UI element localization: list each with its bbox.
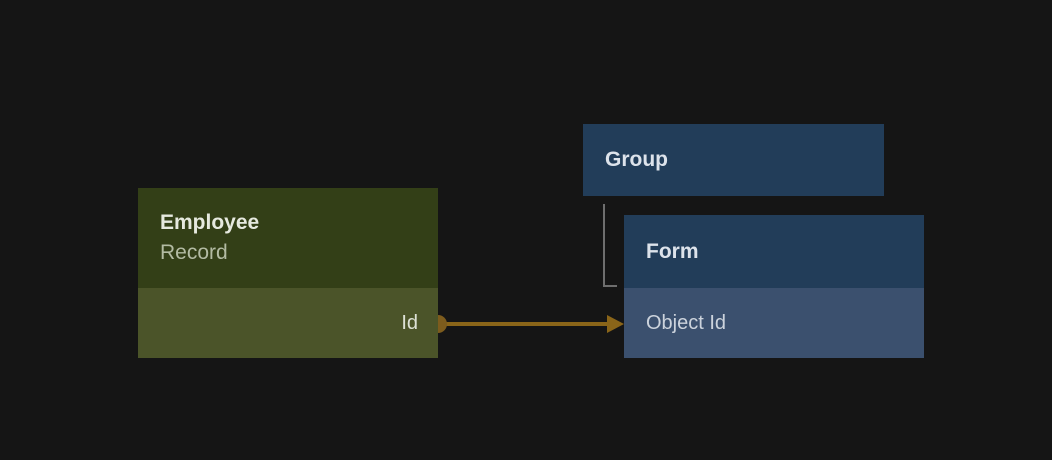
employee-record-field-id[interactable]: Id xyxy=(138,288,438,358)
node-form[interactable]: Form Object Id xyxy=(624,215,924,358)
employee-record-title: Employee xyxy=(160,211,260,234)
employee-record-subtitle: Record xyxy=(160,241,228,264)
group-form-connector-line xyxy=(603,204,617,287)
group-title: Group xyxy=(605,148,668,171)
field-id-label: Id xyxy=(401,311,418,334)
form-title: Form xyxy=(646,239,699,263)
form-header[interactable]: Form xyxy=(624,215,924,288)
node-employee-record[interactable]: Employee Record Id xyxy=(138,188,438,358)
field-object-id-label: Object Id xyxy=(646,311,727,334)
node-group[interactable]: Group xyxy=(583,124,884,196)
group-header[interactable]: Group xyxy=(583,124,884,196)
employee-record-header[interactable]: Employee Record xyxy=(138,188,438,288)
relation-arrow-line xyxy=(438,322,608,326)
relation-arrow-head-icon xyxy=(607,315,624,333)
form-field-object-id[interactable]: Object Id xyxy=(624,288,924,358)
